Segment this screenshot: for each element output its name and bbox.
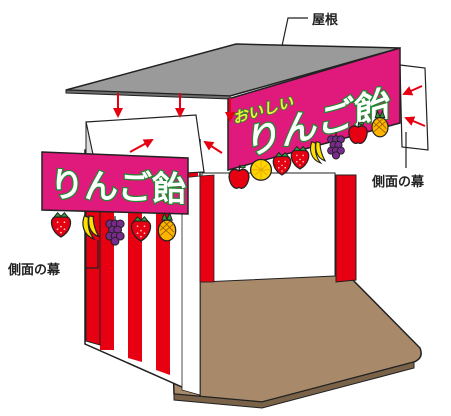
arrow [402, 85, 423, 96]
label-side-curtain-right: 側面の幕 [371, 174, 425, 190]
callout-roof-line [281, 17, 308, 47]
side-banner: りんご飴 [41, 151, 189, 246]
banner-side-big-text: りんご飴 [50, 165, 186, 210]
grape-icon [326, 131, 346, 160]
side-curtain-right [399, 64, 429, 151]
callout-left-curtain-line [86, 240, 99, 269]
back-wall [201, 172, 336, 283]
label-side-curtain-left: 側面の幕 [7, 262, 61, 278]
right-front-post [335, 174, 357, 283]
lemon-icon [249, 158, 273, 181]
strawberry-icon [50, 212, 72, 238]
callout-lines [86, 17, 407, 269]
strawberry-icon [272, 151, 292, 176]
arrow [203, 140, 223, 154]
floor [169, 271, 422, 403]
strawberry-icon [290, 145, 310, 170]
arrow [129, 139, 154, 153]
floor-edge [173, 361, 415, 409]
main-banner: おいしい りんご飴 [227, 46, 401, 189]
arrow [404, 116, 426, 127]
arrows [113, 85, 426, 154]
front-curtain-stripes [181, 174, 215, 396]
label-roof: 屋根 [312, 12, 339, 28]
banana-icon [309, 141, 326, 164]
